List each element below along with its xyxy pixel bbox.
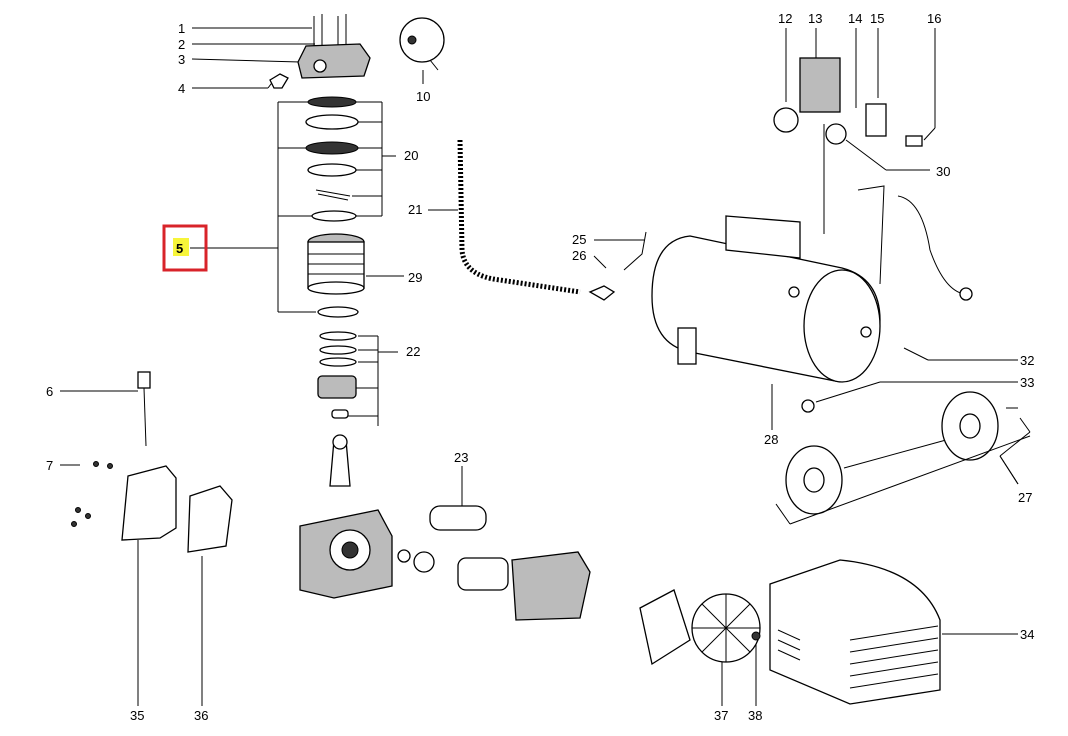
cylinder: [307, 233, 365, 295]
head-bolts: [313, 14, 347, 48]
callout-16: 16: [927, 11, 941, 26]
cover-gasket: [187, 485, 233, 553]
delivery-hose: [457, 139, 581, 295]
callout-36: 36: [194, 708, 208, 723]
highlight-marker: [173, 238, 189, 256]
callout-26: 26: [572, 248, 586, 263]
callout-labels: 1 2 3 4 5 6 7 10 12 13 14 15 16 20 21 22…: [46, 11, 1034, 723]
piston-rings: [319, 331, 357, 367]
crankcase: [299, 509, 393, 599]
callout-3: 3: [178, 52, 185, 67]
pressure-gauge: [773, 107, 799, 133]
power-cord: [897, 195, 965, 295]
callout-27: 27: [1018, 490, 1032, 505]
fan: [691, 593, 761, 663]
callout-21: 21: [408, 202, 422, 217]
air-filter: [399, 17, 445, 71]
callout-20: 20: [404, 148, 418, 163]
cover-screws: [71, 461, 113, 527]
highlight-box: [162, 224, 208, 272]
wheel-assembly: [775, 391, 1031, 525]
callout-22: 22: [406, 344, 420, 359]
callout-37: 37: [714, 708, 728, 723]
stator: [511, 551, 591, 621]
handle: [857, 185, 885, 285]
axle: [843, 439, 947, 469]
callout-13: 13: [808, 11, 822, 26]
callout-34: 34: [1020, 627, 1034, 642]
callout-5: 5: [176, 241, 183, 256]
pressure-switch: [799, 57, 841, 113]
elbow-fitting: [269, 73, 289, 89]
callout-35: 35: [130, 708, 144, 723]
rotor: [457, 557, 509, 591]
check-valve: [623, 231, 647, 271]
callout-10: 10: [416, 89, 430, 104]
callout-28: 28: [764, 432, 778, 447]
callout-6: 6: [46, 384, 53, 399]
capacitor: [429, 505, 487, 531]
callout-38: 38: [748, 708, 762, 723]
callout-7: 7: [46, 458, 53, 473]
crankcase-cover: [121, 465, 177, 541]
callout-12: 12: [778, 11, 792, 26]
gasket: [317, 306, 359, 318]
piston: [317, 375, 357, 399]
head-stack: [269, 14, 371, 487]
callout-4: 4: [178, 81, 185, 96]
callout-32: 32: [1020, 353, 1034, 368]
callout-2: 2: [178, 37, 185, 52]
callout-15: 15: [870, 11, 884, 26]
cylinder-head: [297, 43, 371, 79]
valve-plate-assembly: [305, 96, 359, 222]
dipstick: [137, 371, 151, 447]
callout-25: 25: [572, 232, 586, 247]
air-tank: [651, 124, 973, 413]
callout-30: 30: [936, 164, 950, 179]
pressure-regulator: [865, 103, 887, 137]
callout-29: 29: [408, 270, 422, 285]
pressure-switch-group: [773, 57, 923, 147]
callout-1: 1: [178, 21, 185, 36]
motor-cover: [769, 559, 941, 705]
quick-coupling: [588, 285, 616, 301]
fan-cover-frame: [639, 589, 691, 666]
highlight-part-5: [162, 224, 208, 272]
callout-23: 23: [454, 450, 468, 465]
callout-33: 33: [1020, 375, 1034, 390]
callout-14: 14: [848, 11, 862, 26]
